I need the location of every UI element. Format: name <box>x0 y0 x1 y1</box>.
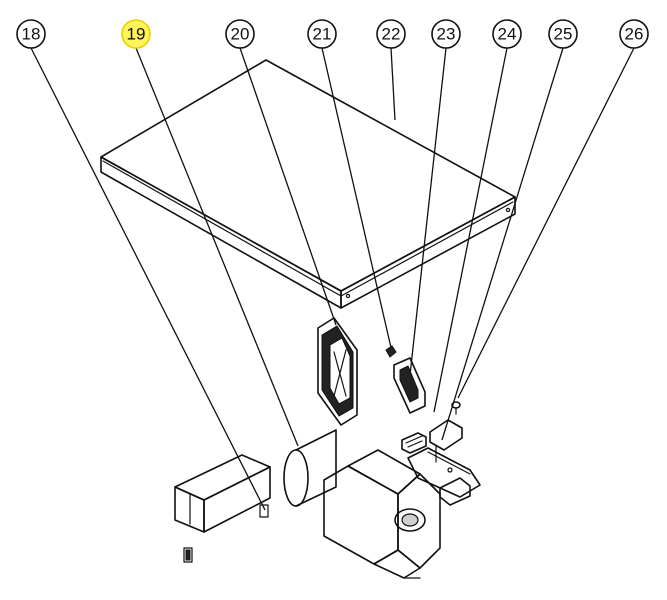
callout-22[interactable]: 22 <box>376 19 406 49</box>
leader-26 <box>457 47 635 399</box>
connector-plug <box>385 345 397 358</box>
switch-bracket <box>393 357 426 414</box>
svg-text:23: 23 <box>437 25 456 44</box>
callout-26[interactable]: 26 <box>619 19 649 49</box>
callout-18[interactable]: 18 <box>16 19 46 49</box>
leader-24 <box>433 47 508 413</box>
leader-22 <box>390 47 396 121</box>
svg-text:26: 26 <box>625 25 644 44</box>
callout-25[interactable]: 25 <box>548 19 578 49</box>
callout-23[interactable]: 23 <box>431 19 461 49</box>
leader-25 <box>441 47 564 441</box>
callout-20[interactable]: 20 <box>225 19 255 49</box>
leader-18 <box>30 47 266 511</box>
svg-text:25: 25 <box>554 25 573 44</box>
screw-26 <box>451 401 461 415</box>
callout-21[interactable]: 21 <box>307 19 337 49</box>
callouts: 18 19 20 21 22 23 24 25 <box>16 19 649 49</box>
callout-24[interactable]: 24 <box>492 19 522 49</box>
cover-box <box>174 454 271 563</box>
top-cover-plate <box>100 59 516 309</box>
svg-text:20: 20 <box>231 25 250 44</box>
leader-23 <box>409 47 447 376</box>
svg-text:18: 18 <box>22 25 41 44</box>
leader-19 <box>135 47 299 447</box>
leader-20 <box>239 47 337 326</box>
small-clip <box>401 432 427 454</box>
callout-19[interactable]: 19 <box>121 19 151 49</box>
svg-text:21: 21 <box>313 25 332 44</box>
leader-21 <box>321 47 393 353</box>
svg-text:19: 19 <box>127 25 146 44</box>
svg-text:22: 22 <box>382 25 401 44</box>
svg-text:24: 24 <box>498 25 517 44</box>
gear-motor <box>283 429 441 579</box>
fan <box>317 317 358 426</box>
leader-lines <box>30 47 635 511</box>
